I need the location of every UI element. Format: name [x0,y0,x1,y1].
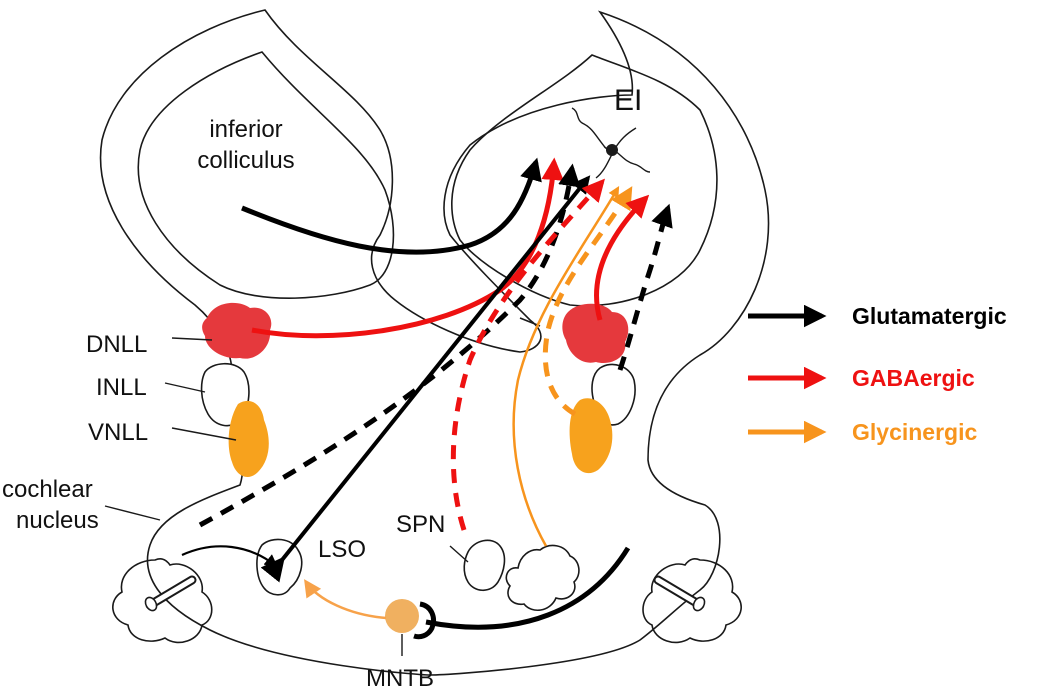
nuclei [200,302,636,633]
projections [181,157,673,630]
spn-nucleus [463,539,506,592]
brainstem-outline [99,9,770,676]
legend-label-glutamatergic: Glutamatergic [852,303,1007,329]
label-lso: LSO [318,536,366,563]
legend-label-glycinergic: Glycinergic [852,419,977,445]
auditory-nerve-left [144,575,197,612]
auditory-nerve-right [653,575,706,612]
legend-item-gabaergic: GABAergic [748,365,975,391]
labels: EI inferior colliculus DNLL INLL VNLL co… [2,84,642,692]
legend-item-glycinergic: Glycinergic [748,419,977,445]
lso-nucleus [256,538,303,596]
label-spn: SPN [396,511,445,538]
legend: Glutamatergic GABAergic Glycinergic [748,303,1007,445]
vnll-left-nucleus [228,400,269,477]
ei-neuron [571,107,651,179]
projection-lso-to-ei [260,175,591,583]
label-cochlear-nucleus-line1: cochlear [2,476,93,503]
projection-cn-to-mntb [425,546,631,630]
label-vnll: VNLL [88,419,148,446]
dnll-left-nucleus [202,302,272,359]
label-dnll: DNLL [86,331,147,358]
projection-dnll-to-ei [251,157,564,339]
medial-nucleus [505,544,580,611]
projection-vnll-to-ei [542,186,633,417]
label-inferior-colliculus-line2: colliculus [197,147,294,174]
label-cochlear-nucleus-line2: nucleus [16,507,99,534]
label-mntb: MNTB [366,665,434,692]
label-inll: INLL [96,374,147,401]
projection-spn-to-ei [450,178,605,531]
projection-medial-to-ei [512,186,620,547]
projection-cn-to-lso [181,545,279,568]
projection-dnll-right-to-ei [594,194,650,321]
calyx-of-held [413,601,436,640]
legend-label-gabaergic: GABAergic [852,365,975,391]
mntb-nucleus [385,599,419,633]
label-ei: EI [614,84,642,117]
projection-mntb-to-lso [304,579,387,620]
dnll-right-nucleus [562,303,629,364]
leader-lines [104,337,469,656]
legend-item-glutamatergic: Glutamatergic [748,303,1007,329]
label-inferior-colliculus-line1: inferior [209,116,282,143]
projection-inll-right-to-ei [617,203,673,371]
